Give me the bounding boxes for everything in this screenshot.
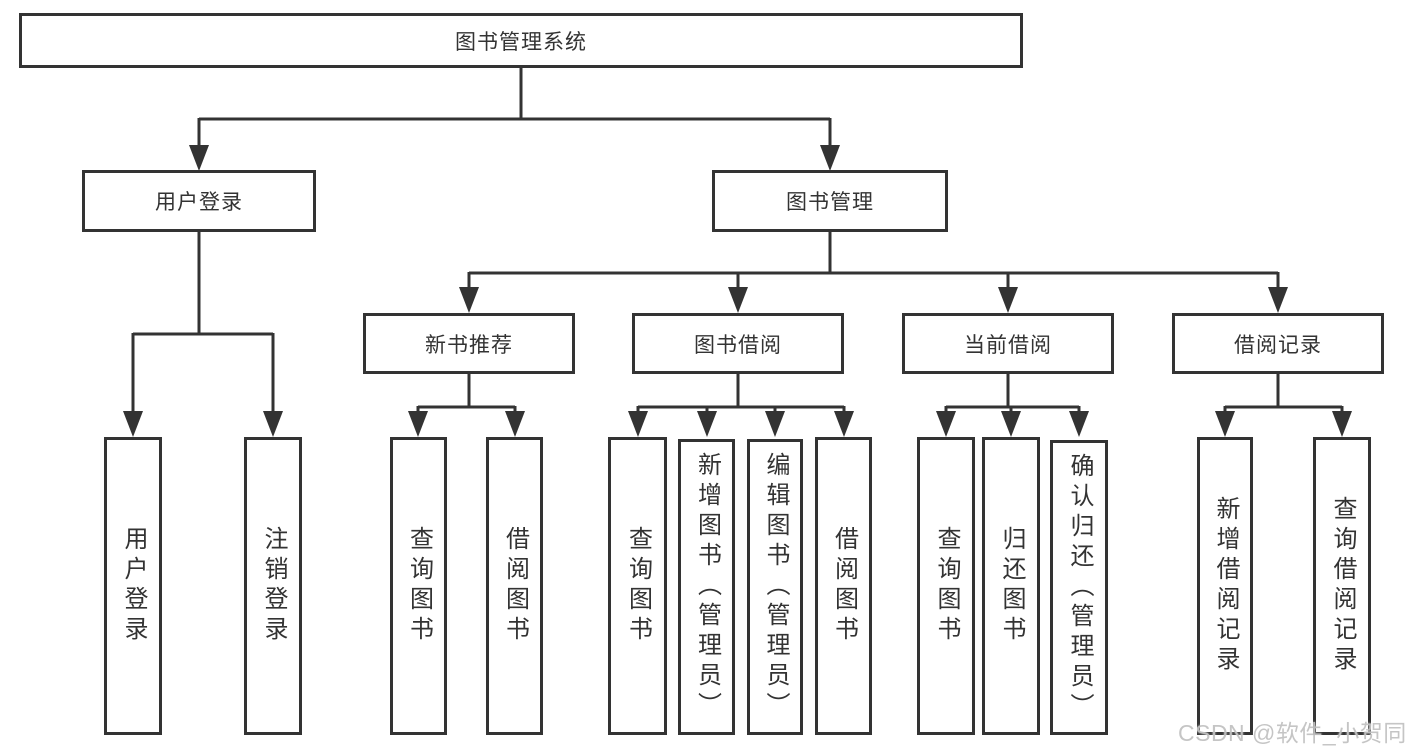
leaf-label: 用户登录 xyxy=(120,526,147,646)
leaf-label: 查询图书 xyxy=(933,526,960,646)
node-label: 当前借阅 xyxy=(964,333,1052,357)
node-label: 用户登录 xyxy=(155,191,243,214)
leaf-label: 新增借阅记录 xyxy=(1212,496,1239,676)
node-library-management-system: 图书管理系统 xyxy=(19,13,1023,68)
arrow-down-icon xyxy=(1001,411,1021,437)
leaf-label: 注销登录 xyxy=(260,526,287,646)
node-label: 图书借阅 xyxy=(694,333,782,357)
leaf-return-books: 归还图书 xyxy=(982,437,1040,735)
node-user-login: 用户登录 xyxy=(82,170,316,232)
arrow-down-icon xyxy=(998,287,1018,313)
node-new-book-recommendation: 新书推荐 xyxy=(363,313,575,374)
node-book-management: 图书管理 xyxy=(712,170,948,232)
leaf-newbook-query-books: 查询图书 xyxy=(390,437,447,735)
leaf-logout: 注销登录 xyxy=(244,437,302,735)
arrow-down-icon xyxy=(459,287,479,313)
leaf-user-login: 用户登录 xyxy=(104,437,162,735)
leaf-current-query-books: 查询图书 xyxy=(917,437,975,735)
leaf-label: 新增图书（管理员） xyxy=(693,452,721,722)
connector-book-borrow-children xyxy=(636,373,846,417)
leaf-label: 编辑图书（管理员） xyxy=(762,452,789,722)
arrow-down-icon xyxy=(1069,411,1089,437)
node-label: 图书管理 xyxy=(786,191,874,214)
leaf-label: 归还图书 xyxy=(998,526,1025,646)
node-book-borrowing: 图书借阅 xyxy=(632,313,844,374)
connector-user-login-children xyxy=(131,232,275,417)
arrow-down-icon xyxy=(505,411,525,437)
connector-borrow-records-children xyxy=(1223,373,1344,417)
arrow-down-icon xyxy=(820,145,840,171)
leaf-label: 借阅图书 xyxy=(501,526,529,646)
node-label: 借阅记录 xyxy=(1234,333,1322,357)
leaf-newbook-borrow-books: 借阅图书 xyxy=(486,437,543,735)
arrow-down-icon xyxy=(936,411,956,437)
connector-new-book-children xyxy=(416,373,517,417)
node-label: 图书管理系统 xyxy=(455,30,587,54)
arrow-down-icon xyxy=(189,145,209,171)
arrow-down-icon xyxy=(834,411,854,437)
arrow-down-icon xyxy=(628,411,648,437)
leaf-borrowing-query-books: 查询图书 xyxy=(608,437,667,735)
arrow-down-icon xyxy=(1332,411,1352,437)
node-borrowing-records: 借阅记录 xyxy=(1172,313,1384,374)
connector-current-borrow-children xyxy=(944,373,1081,417)
leaf-add-book-admin: 新增图书（管理员） xyxy=(678,439,735,735)
arrow-down-icon xyxy=(263,411,283,437)
arrow-down-icon xyxy=(697,411,717,437)
arrow-down-icon xyxy=(765,411,785,437)
connector-root-to-level2 xyxy=(197,68,832,150)
arrow-down-icon xyxy=(1268,287,1288,313)
leaf-query-borrow-record: 查询借阅记录 xyxy=(1313,437,1371,735)
leaf-add-borrow-record: 新增借阅记录 xyxy=(1197,437,1253,735)
leaf-edit-book-admin: 编辑图书（管理员） xyxy=(747,439,803,735)
arrow-down-icon xyxy=(123,411,143,437)
leaf-label: 借阅图书 xyxy=(830,526,858,646)
connector-book-management-children xyxy=(467,232,1280,292)
arrow-down-icon xyxy=(728,287,748,313)
leaf-confirm-return-admin: 确认归还（管理员） xyxy=(1050,440,1108,735)
csdn-watermark: CSDN @软件_小贺同学 xyxy=(1178,720,1405,746)
node-label: 新书推荐 xyxy=(425,333,513,357)
leaf-label: 查询图书 xyxy=(624,526,652,646)
leaf-label: 查询图书 xyxy=(405,526,433,646)
node-current-borrowing: 当前借阅 xyxy=(902,313,1114,374)
leaf-label: 确认归还（管理员） xyxy=(1066,452,1093,723)
leaf-borrowing-borrow-books: 借阅图书 xyxy=(815,437,872,735)
arrow-down-icon xyxy=(408,411,428,437)
leaf-label: 查询借阅记录 xyxy=(1329,496,1356,676)
arrow-down-icon xyxy=(1215,411,1235,437)
